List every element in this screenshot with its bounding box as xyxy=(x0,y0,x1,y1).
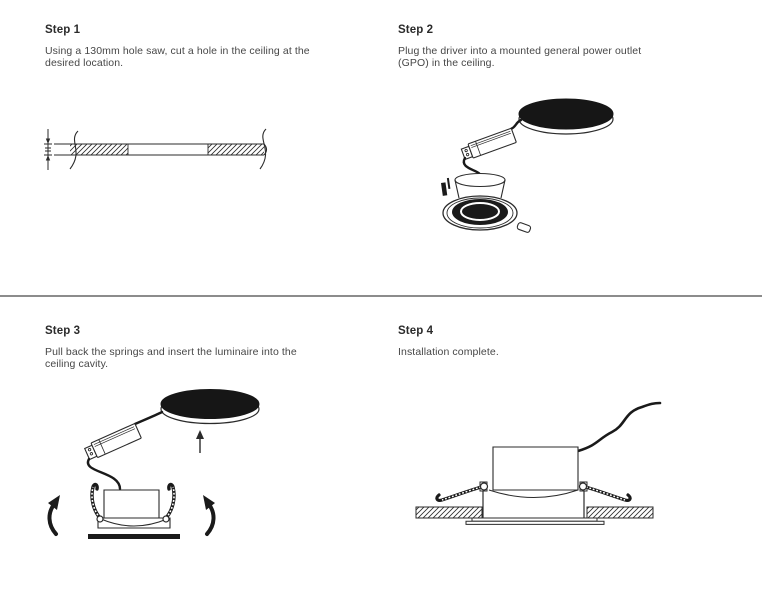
trim-band xyxy=(98,518,170,528)
step-4-text-block: Step 4 Installation complete. xyxy=(398,325,499,358)
ceiling-hatch-left xyxy=(416,507,482,518)
reflector-bowl xyxy=(101,519,167,526)
step-1-ceiling-hole-illustration xyxy=(42,124,272,179)
cable-driver-to-gpo xyxy=(511,120,521,129)
luminaire-installed xyxy=(437,447,630,524)
step-4-installed-illustration xyxy=(402,394,667,529)
step-3-text-block: Step 3 Pull back the springs and insert … xyxy=(45,325,297,370)
section-divider xyxy=(0,295,762,297)
step-3-description-line-1: Pull back the springs and insert the lum… xyxy=(45,346,297,358)
break-line-right xyxy=(260,129,266,169)
trim-flange-plate xyxy=(466,521,604,524)
driver-box xyxy=(460,128,516,161)
spring-clip-tab xyxy=(517,222,532,233)
trim-flange xyxy=(88,534,180,539)
can-top-rim xyxy=(455,174,505,187)
cable-driver-to-gpo xyxy=(135,412,162,424)
driver-box xyxy=(84,423,142,460)
ceiling-hatch-right xyxy=(208,144,264,155)
step-2-downlight-driver-gpo-illustration xyxy=(441,86,633,244)
ceiling-hatch-right xyxy=(587,507,653,518)
step-1-description-line-1: Using a 130mm hole saw, cut a hole in th… xyxy=(45,45,310,57)
gpo-disc xyxy=(161,390,259,424)
step-4-description-line-1: Installation complete. xyxy=(398,346,499,358)
step-2-description-line-2: (GPO) in the ceiling. xyxy=(398,57,495,69)
curved-arrow-right xyxy=(203,495,215,534)
thickness-dimension xyxy=(44,129,52,170)
reflector-bowl xyxy=(489,490,578,498)
step-2-text-block: Step 2 Plug the driver into a mounted ge… xyxy=(398,24,641,69)
spring-left xyxy=(437,483,488,500)
luminaire-side-view xyxy=(88,485,180,539)
power-cable xyxy=(578,403,660,451)
step-3-description-line-2: ceiling cavity. xyxy=(45,358,109,370)
step-2-title: Step 2 xyxy=(398,24,434,36)
can-body xyxy=(104,490,159,518)
step-4-title: Step 4 xyxy=(398,325,434,337)
spring-right xyxy=(163,485,174,522)
gpo-disc xyxy=(519,99,613,134)
break-line-left xyxy=(70,131,78,169)
downlight-trim-ring xyxy=(443,196,517,230)
curved-arrow-left xyxy=(48,495,60,534)
cable-driver-to-luminaire xyxy=(88,459,120,489)
step-1-text-block: Step 1 Using a 130mm hole saw, cut a hol… xyxy=(45,24,310,69)
downlight-body xyxy=(441,174,532,234)
ceiling-hatch-left xyxy=(70,144,128,155)
can-body xyxy=(493,447,578,490)
step-1-title: Step 1 xyxy=(45,24,81,36)
spring-right xyxy=(580,483,631,500)
up-arrow xyxy=(196,430,204,453)
step-3-insertion-illustration xyxy=(36,383,281,539)
spring-clip-left xyxy=(441,177,451,196)
step-2-description-line-1: Plug the driver into a mounted general p… xyxy=(398,45,642,57)
ceiling-section xyxy=(416,507,653,518)
step-1-description-line-2: desired location. xyxy=(45,57,124,69)
step-3-title: Step 3 xyxy=(45,325,81,337)
ceiling-board-section xyxy=(54,129,267,169)
spring-left xyxy=(92,485,103,522)
